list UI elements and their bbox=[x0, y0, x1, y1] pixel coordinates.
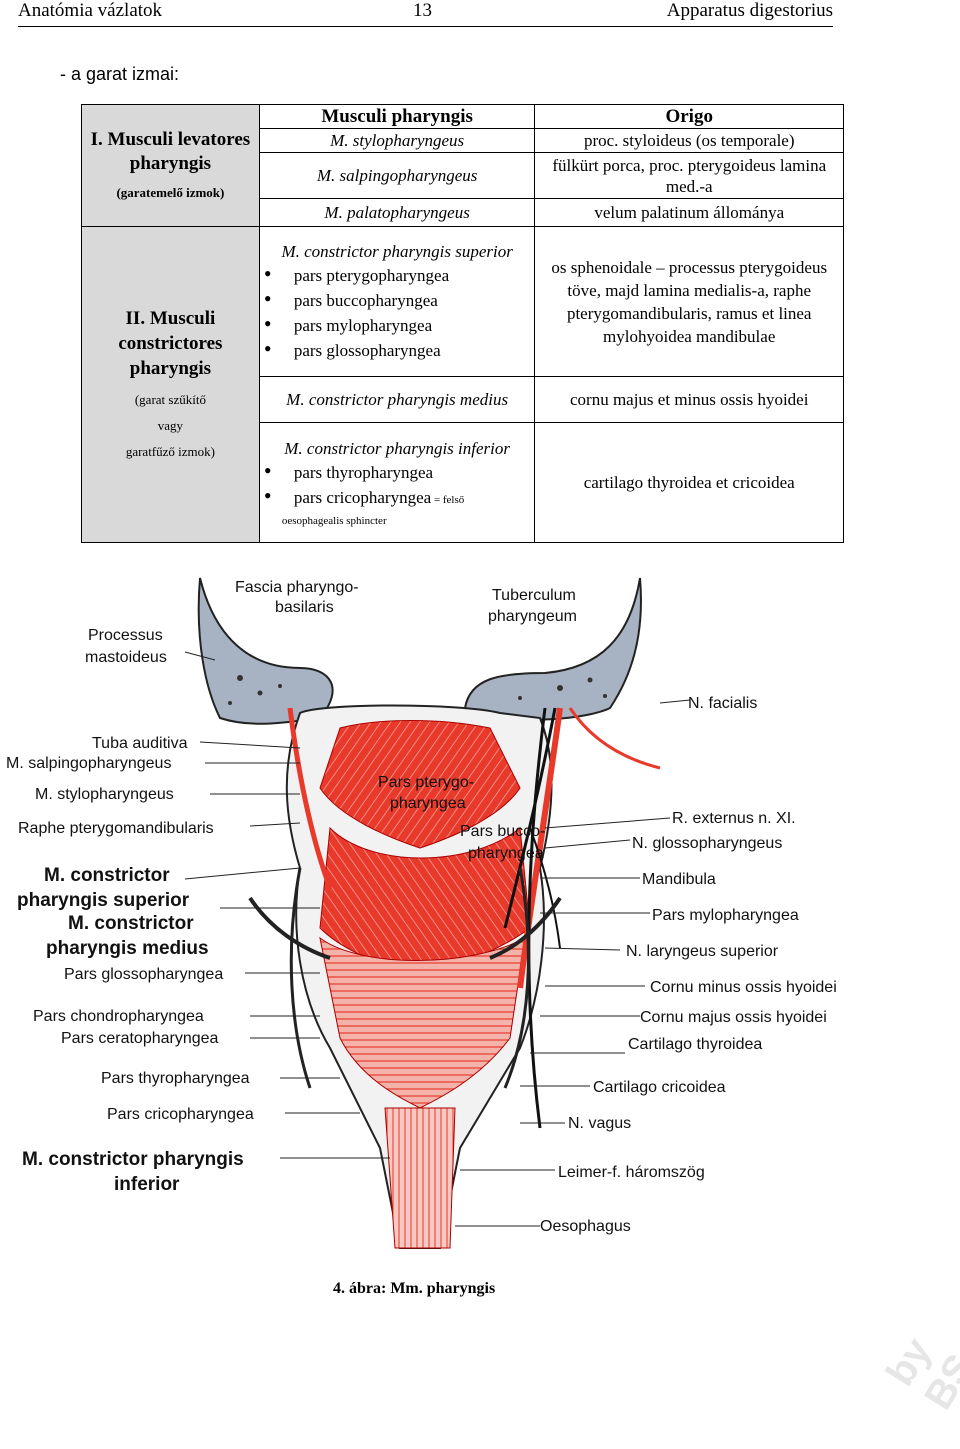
cell-constrictor-superior: M. constrictor pharyngis superior pars p… bbox=[258, 226, 536, 377]
label-sup-1: M. constrictor bbox=[44, 865, 170, 886]
oesophagus-muscle bbox=[384, 1107, 456, 1249]
part-cricopharyngea-item: pars cricopharyngea = felső bbox=[264, 485, 531, 513]
label-mylo: Pars mylopharyngea bbox=[652, 907, 799, 924]
hyoid-right bbox=[489, 896, 562, 960]
head-origo: Origo bbox=[534, 104, 844, 129]
nerve-glossopharyngeus bbox=[503, 707, 557, 929]
label-rext: R. externus n. XI. bbox=[672, 810, 796, 827]
label-cornu-min: Cornu minus ossis hyoidei bbox=[650, 979, 837, 996]
label-thyro-p: Pars thyropharyngea bbox=[101, 1070, 250, 1087]
label-facialis: N. facialis bbox=[688, 695, 757, 712]
part-mylopharyngea: pars mylopharyngea bbox=[264, 313, 531, 338]
page-number: 13 bbox=[413, 0, 432, 21]
sphincter-note: oesophagealis sphincter bbox=[281, 514, 387, 527]
origo-constrictor-medius: cornu majus et minus ossis hyoidei bbox=[534, 376, 844, 423]
label-stylo: M. stylopharyngeus bbox=[35, 786, 174, 803]
leader-lines bbox=[184, 651, 691, 1227]
group-constrictores-sub2: vagy bbox=[157, 418, 184, 433]
muscle-table: I. Musculi levatores pharyngis (garateme… bbox=[81, 104, 844, 543]
label-cricoid: Cartilago cricoidea bbox=[593, 1079, 726, 1096]
nerve-laryngeus bbox=[529, 827, 561, 949]
label-med-2: pharyngis medius bbox=[46, 938, 209, 959]
salpingopharyngeus-band bbox=[287, 707, 333, 889]
label-tuberculum-2: pharyngeum bbox=[488, 608, 577, 625]
label-glosso-n: N. glossopharyngeus bbox=[632, 835, 782, 852]
origo-constrictor-inferior: cartilago thyroidea et cricoidea bbox=[534, 422, 844, 543]
label-sup-2: pharyngis superior bbox=[17, 890, 190, 911]
muscle-stylopharyngeus: M. stylopharyngeus bbox=[258, 128, 536, 153]
label-processus: Processus bbox=[88, 627, 163, 644]
pharynx-illustration: Fascia pharyngo- basilaris Tuberculum ph… bbox=[6, 577, 837, 1249]
muscle-constrictor-superior: M. constrictor pharyngis superior bbox=[281, 242, 513, 261]
header-right: Apparatus digestorius bbox=[666, 0, 833, 21]
group-levatores-title: I. Musculi levatores pharyngis bbox=[90, 128, 251, 174]
label-bucco: Pars bucco- bbox=[460, 823, 545, 840]
nerve-facialis bbox=[568, 707, 661, 770]
label-oesophagus: Oesophagus bbox=[540, 1218, 631, 1235]
label-bucco-2: pharyngea bbox=[468, 845, 544, 862]
label-fascia: Fascia pharyngo- bbox=[235, 579, 359, 596]
label-processus-2: mastoideus bbox=[85, 649, 167, 666]
label-crico-p: Pars cricopharyngea bbox=[107, 1106, 254, 1123]
hyoid-left bbox=[248, 896, 331, 960]
inferior-parts-list: pars thyropharyngea pars cricopharyngea … bbox=[264, 460, 531, 513]
muscle-constrictor-inferior: M. constrictor pharyngis inferior bbox=[284, 438, 510, 458]
label-salpingo: M. salpingopharyngeus bbox=[6, 755, 171, 772]
label-thyroid: Cartilago thyroidea bbox=[628, 1036, 762, 1053]
watermark: by BS bbox=[878, 1330, 960, 1418]
constrictor-inferior-muscle bbox=[319, 936, 526, 1109]
label-raphe: Raphe pterygomandibularis bbox=[18, 820, 214, 837]
part-pterygopharyngea: pars pterygopharyngea bbox=[264, 263, 531, 288]
group-constrictores: II. Musculi constrictores pharyngis (gar… bbox=[81, 226, 260, 543]
part-thyropharyngea: pars thyropharyngea bbox=[264, 460, 531, 485]
label-mandibula: Mandibula bbox=[642, 871, 716, 888]
label-fascia-2: basilaris bbox=[275, 599, 334, 616]
origo-stylopharyngeus: proc. styloideus (os temporale) bbox=[534, 128, 844, 153]
nerve-vagus bbox=[527, 707, 547, 1129]
thyroid-outline bbox=[289, 867, 530, 1089]
intro-line: - a garat izmai: bbox=[60, 64, 180, 84]
origo-salpingopharyngeus: fülkürt porca, proc. pterygoideus lamina… bbox=[534, 152, 844, 199]
label-cerato: Pars ceratopharyngea bbox=[61, 1030, 219, 1047]
label-cornu-maj: Cornu majus ossis hyoidei bbox=[640, 1009, 827, 1026]
stylopharyngeus-band bbox=[517, 707, 563, 989]
label-chondro: Pars chondropharyngea bbox=[33, 1008, 204, 1025]
label-tuberculum: Tuberculum bbox=[492, 587, 576, 604]
part-cricopharyngea: pars cricopharyngea bbox=[293, 487, 432, 507]
part-glossopharyngea: pars glossopharyngea bbox=[264, 338, 531, 363]
group-levatores-sub: (garatemelő izmok) bbox=[116, 184, 225, 200]
group-constrictores-sub3: garatfűző izmok) bbox=[125, 444, 215, 459]
muscle-palatopharyngeus: M. palatopharyngeus bbox=[258, 198, 536, 227]
label-med-1: M. constrictor bbox=[68, 913, 194, 934]
superior-parts-list: pars pterygopharyngea pars buccopharynge… bbox=[264, 263, 531, 363]
group-levatores: I. Musculi levatores pharyngis (garateme… bbox=[81, 104, 260, 227]
label-inf-1: M. constrictor pharyngis bbox=[22, 1149, 244, 1170]
label-glosso-p: Pars glossopharyngea bbox=[64, 966, 223, 983]
label-inf-2: inferior bbox=[114, 1174, 180, 1195]
origo-constrictor-superior: os sphenoidale – processus pterygoideus … bbox=[534, 226, 844, 377]
page-header: Anatómia vázlatok 13 Apparatus digestori… bbox=[18, 0, 833, 27]
figure-caption: 4. ábra: Mm. pharyngis bbox=[333, 1280, 496, 1297]
part-buccopharyngea: pars buccopharyngea bbox=[264, 288, 531, 313]
label-pterygo-2: pharyngea bbox=[390, 795, 466, 812]
part-cricopharyngea-note: = felső bbox=[431, 493, 465, 506]
group-constrictores-sub1: (garat szűkítő bbox=[134, 392, 206, 407]
group-constrictores-title: II. Musculi constrictores pharyngis bbox=[118, 308, 223, 379]
header-left: Anatómia vázlatok bbox=[18, 0, 163, 21]
label-leimer: Leimer-f. háromszög bbox=[558, 1164, 705, 1181]
muscle-constrictor-medius: M. constrictor pharyngis medius bbox=[258, 376, 536, 423]
label-vagus: N. vagus bbox=[568, 1115, 631, 1132]
constrictor-superior-muscle bbox=[319, 720, 521, 849]
muscle-salpingopharyngeus: M. salpingopharyngeus bbox=[258, 152, 536, 199]
head-muscles: Musculi pharyngis bbox=[258, 104, 536, 129]
label-tuba: Tuba auditiva bbox=[92, 735, 188, 752]
label-pterygo: Pars pterygo- bbox=[378, 774, 474, 791]
origo-palatopharyngeus: velum palatinum állománya bbox=[534, 198, 844, 227]
cell-constrictor-inferior: M. constrictor pharyngis inferior pars t… bbox=[258, 422, 536, 543]
label-laryngeus: N. laryngeus superior bbox=[626, 943, 779, 960]
